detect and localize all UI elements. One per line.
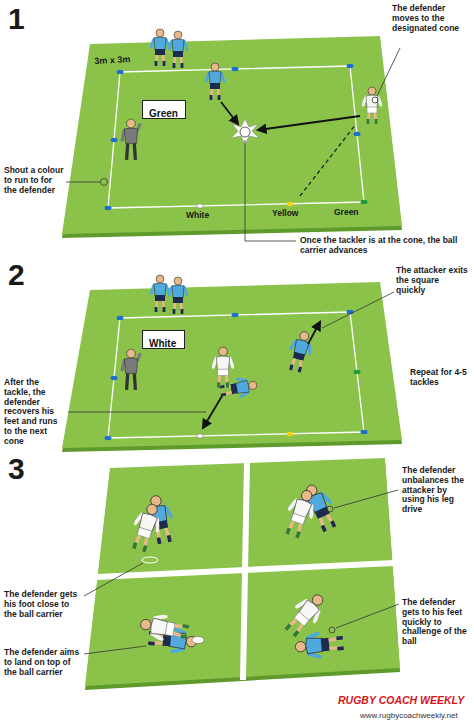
cone-label: Green xyxy=(334,208,359,218)
callout-note: Shout a colour to run to for the defende… xyxy=(4,166,64,195)
dimension-label: 3m x 3m xyxy=(94,54,131,66)
callout-note: The attacker exits the square quickly xyxy=(396,266,470,295)
cone-label: Yellow xyxy=(272,209,298,219)
callout-note: The defender moves to the designated con… xyxy=(392,4,470,33)
callout-note: The defender gets his foot close to the … xyxy=(4,590,82,619)
website-url: www.rugbycoachweekly.net xyxy=(360,711,458,720)
speech-box: Green xyxy=(142,100,186,119)
callout-note: After the tackle, the defender recovers … xyxy=(4,378,66,446)
panel-number: 2 xyxy=(8,258,25,293)
brand-logo: RUGBY COACH WEEKLY xyxy=(338,694,464,706)
callout-note: The defender unbalances the attacker by … xyxy=(402,466,470,515)
speech-text: White xyxy=(149,338,176,350)
callout-note: Repeat for 4-5 tackles xyxy=(410,368,470,388)
speech-text: Green xyxy=(149,108,178,120)
callout-note: The defender gets to his feet quickly to… xyxy=(402,598,470,647)
callout-note: The defender aims to land on top of the … xyxy=(4,648,82,677)
panel-number: 1 xyxy=(8,2,25,37)
speech-box: White xyxy=(142,330,185,349)
panel-number: 3 xyxy=(8,452,25,487)
callout-note: Once the tackler is at the cone, the bal… xyxy=(300,236,468,256)
cone-label: White xyxy=(186,211,209,221)
